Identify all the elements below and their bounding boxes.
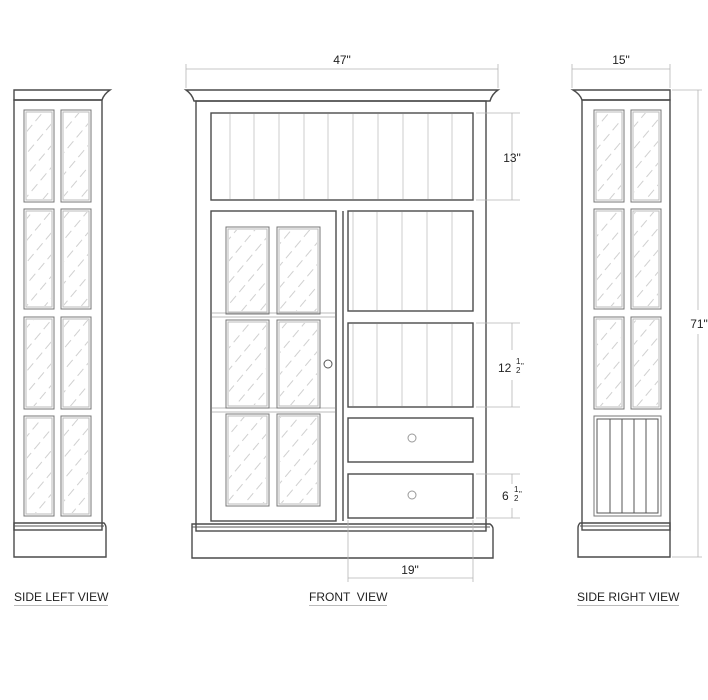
dim-13: 13"	[503, 151, 521, 165]
svg-text:6: 6	[502, 489, 509, 503]
right-glass-panels	[593, 109, 662, 410]
dim-47: 47"	[333, 53, 351, 67]
dim-19: 19"	[401, 563, 419, 577]
svg-text:12: 12	[498, 361, 512, 375]
side-left-view-label: SIDE LEFT VIEW	[14, 590, 109, 606]
front-drawer-1	[347, 417, 474, 463]
dimension-overall-width: 47"	[185, 53, 499, 88]
dimension-depth: 15"	[571, 53, 671, 88]
front-top-panel	[210, 112, 474, 201]
right-plank-panel	[593, 415, 662, 517]
left-glass-panels	[23, 109, 92, 517]
drawer-knob-icon	[407, 490, 417, 500]
dimension-top-panel: 13"	[476, 112, 521, 201]
dim-15: 15"	[612, 53, 630, 67]
svg-text:1: 1	[516, 357, 521, 366]
svg-text:2: 2	[514, 494, 519, 503]
front-view: 47"	[183, 53, 524, 582]
svg-text:2: 2	[516, 366, 521, 375]
dimension-shelf-opening: 12 1 2 "	[476, 322, 524, 408]
side-right-view-label: SIDE RIGHT VIEW	[577, 590, 680, 606]
dimension-right-section-width: 19"	[347, 520, 474, 582]
dimension-drawer-height: 6 1 2 "	[476, 473, 522, 519]
door-knob-icon	[323, 359, 333, 369]
side-right-view: 15"	[570, 53, 708, 558]
front-drawer-2	[347, 473, 474, 519]
svg-text:": "	[519, 490, 522, 499]
svg-text:1: 1	[514, 485, 519, 494]
front-shelf-panel-2	[347, 322, 474, 408]
front-view-label: FRONT VIEW	[309, 590, 388, 606]
front-shelf-panel-1	[347, 210, 474, 312]
dim-71: 71"	[690, 317, 708, 331]
front-glass-door	[210, 210, 337, 522]
drawer-knob-icon	[407, 433, 417, 443]
side-left-view	[13, 89, 113, 558]
dimension-overall-height: 71"	[672, 89, 708, 558]
svg-text:": "	[521, 362, 524, 371]
